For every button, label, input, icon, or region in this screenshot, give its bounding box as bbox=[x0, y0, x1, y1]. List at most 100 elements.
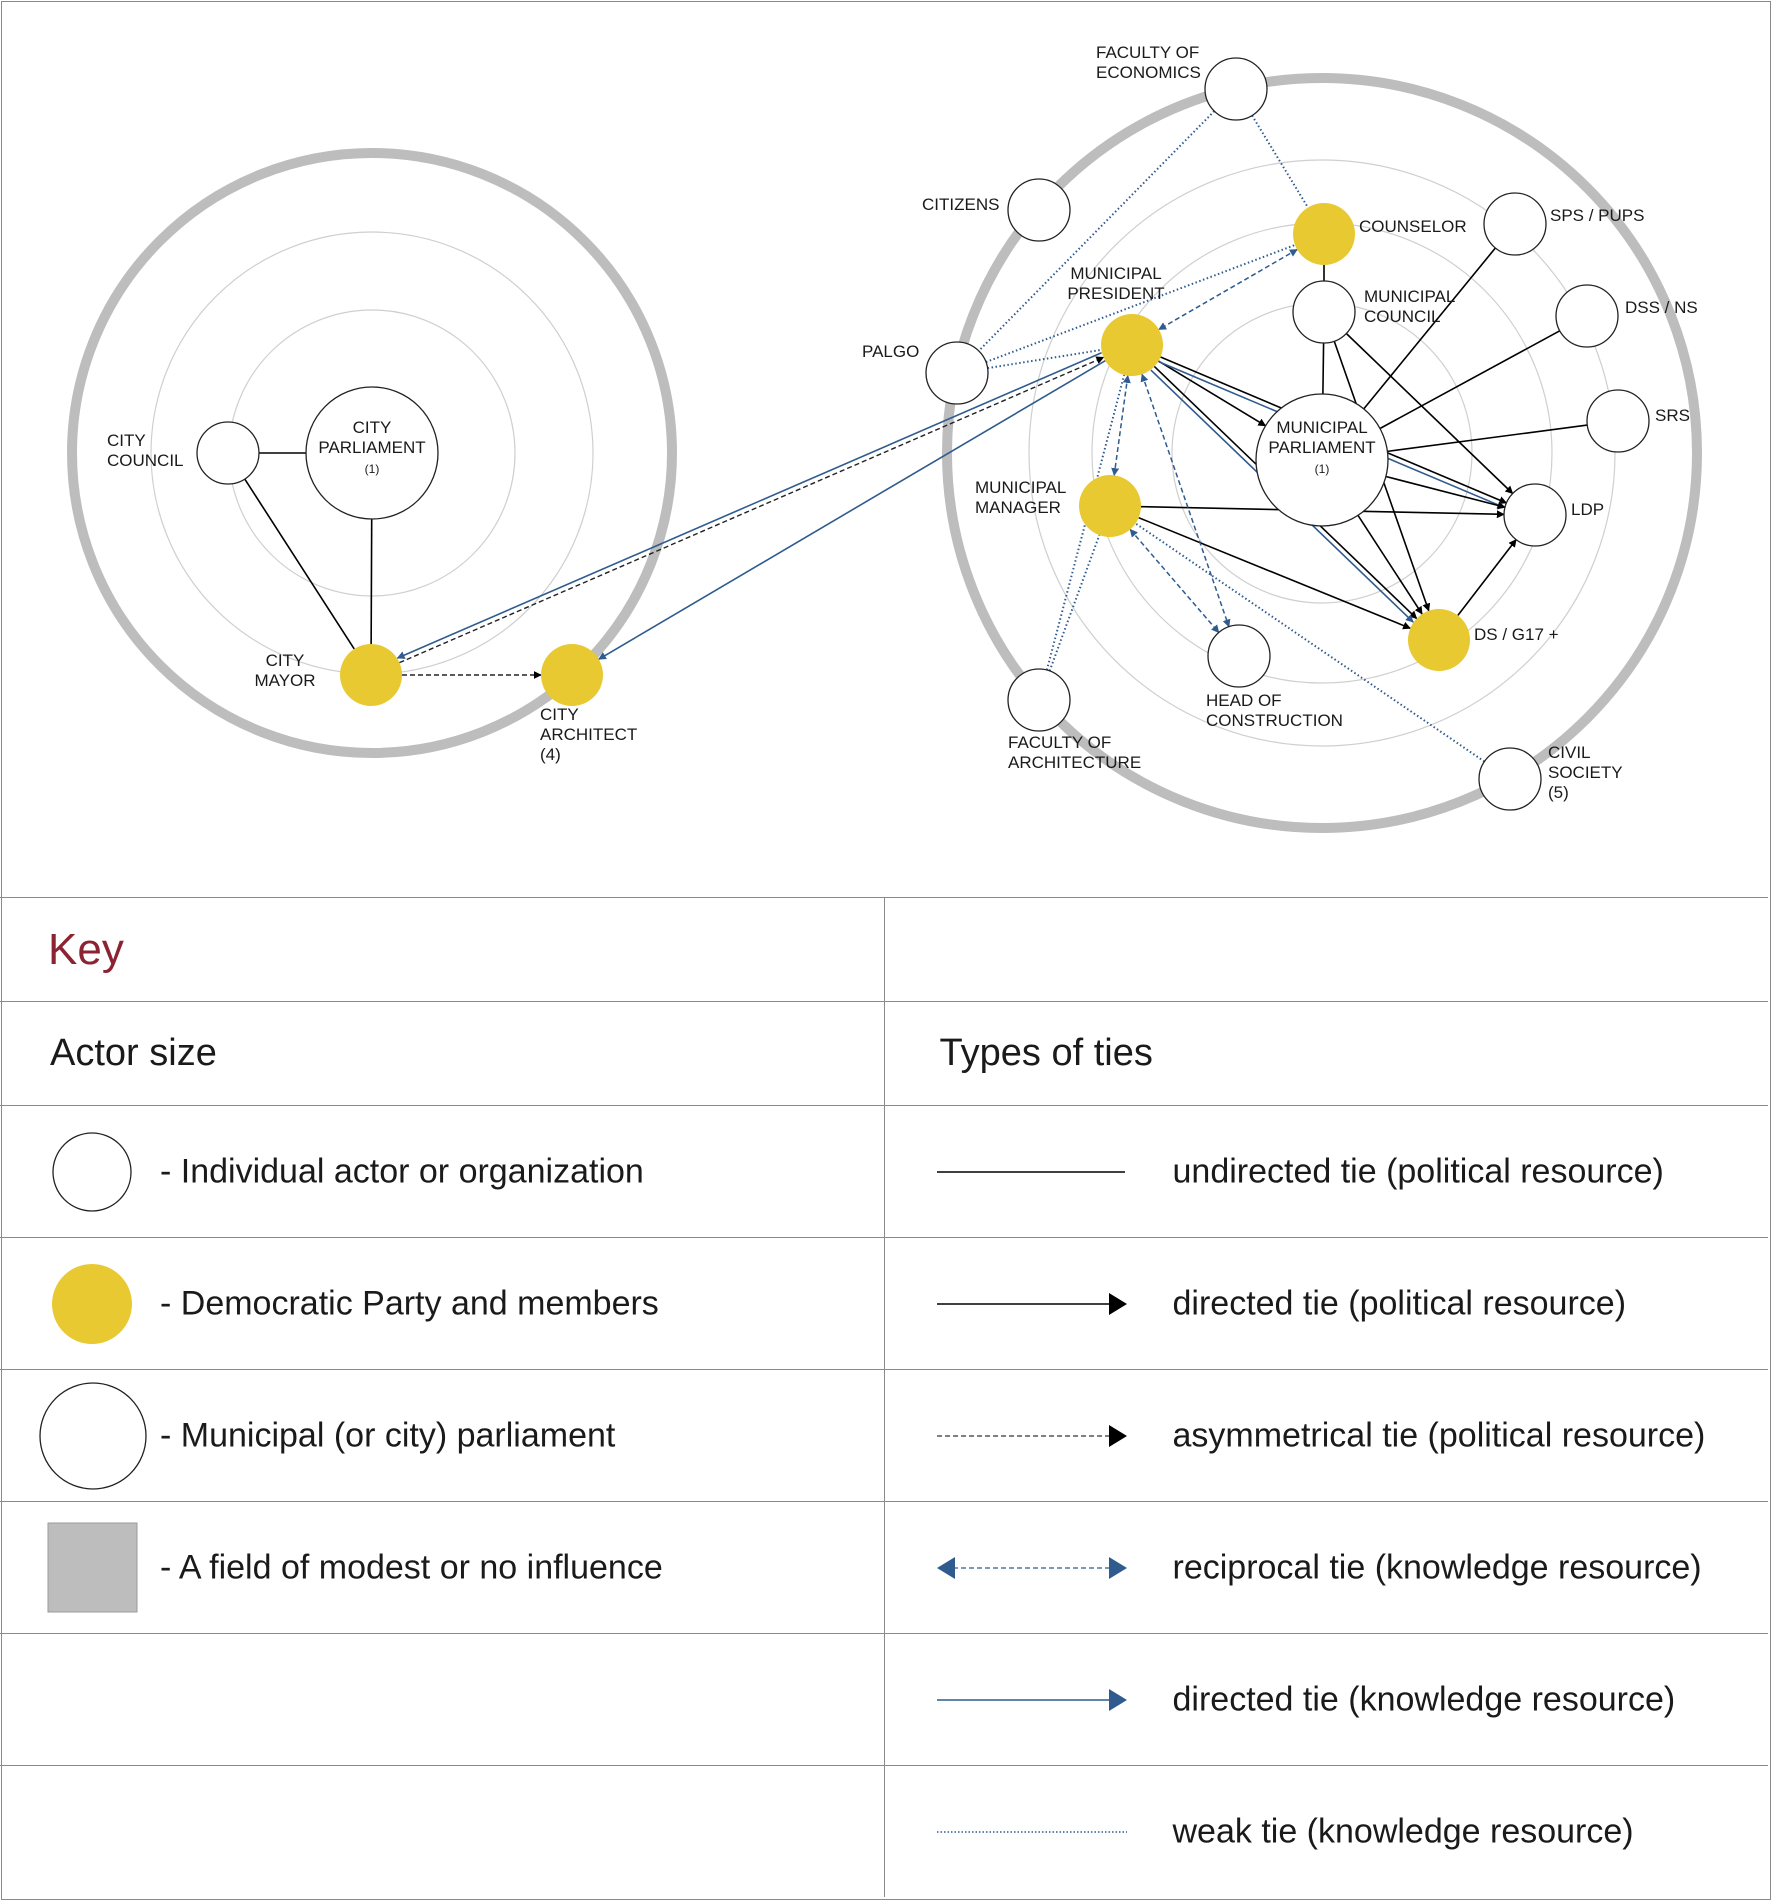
node-label-ds-g17: DS / G17 + bbox=[1474, 625, 1559, 644]
node-label-civil-society: CIVIL bbox=[1548, 743, 1591, 762]
node-srs bbox=[1586, 389, 1650, 453]
node-city-parliament bbox=[305, 386, 439, 520]
node-label-city-architect: CITY bbox=[540, 705, 579, 724]
legend-key-cell: Key bbox=[0, 897, 884, 1002]
tie-reciprocal-knowledge bbox=[1140, 373, 1231, 628]
tie-cell: undirected tie (political resource) bbox=[883, 1105, 1768, 1238]
tie-cell: reciprocal tie (knowledge resource) bbox=[883, 1501, 1768, 1634]
node-label-srs: SRS bbox=[1655, 406, 1690, 425]
tie-cell: directed tie (knowledge resource) bbox=[883, 1633, 1768, 1766]
node-ds-g17 bbox=[1408, 609, 1470, 671]
node-city-council bbox=[196, 421, 260, 485]
node-civil-society bbox=[1478, 747, 1542, 811]
node-label-municipal-parliament: PARLIAMENT bbox=[1268, 438, 1375, 457]
node-municipal-president bbox=[1101, 314, 1163, 376]
node-label-faculty-economics: ECONOMICS bbox=[1096, 63, 1201, 82]
node-label-city-mayor: MAYOR bbox=[254, 671, 315, 690]
node-head-construction bbox=[1207, 624, 1271, 688]
tie-item-text: reciprocal tie (knowledge resource) bbox=[1172, 1548, 1702, 1586]
legend-table: Key Actor size Types of ties - Individua… bbox=[0, 897, 1768, 1897]
node-faculty-architecture bbox=[1007, 668, 1071, 732]
node-municipal-council bbox=[1292, 280, 1356, 344]
legend-row: - A field of modest or no influence reci… bbox=[0, 1501, 1768, 1634]
tie-reciprocal-knowledge bbox=[1111, 374, 1131, 477]
node-counselor bbox=[1293, 203, 1355, 265]
democratic-symbol bbox=[52, 1263, 132, 1344]
tie-weak-knowledge bbox=[1048, 534, 1101, 672]
tie-undirected-political bbox=[370, 518, 373, 645]
tie-weak-knowledge bbox=[987, 348, 1102, 370]
tie-undirected-political bbox=[1387, 424, 1588, 453]
tie-weak-knowledge bbox=[978, 110, 1215, 352]
city-field-outer-ring bbox=[67, 148, 677, 758]
legend-header-row: Actor size Types of ties bbox=[0, 1001, 1768, 1106]
node-label-head-construction: HEAD OF bbox=[1206, 691, 1282, 710]
legend-row: - Democratic Party and members directed … bbox=[0, 1237, 1768, 1370]
directed-knowledge-symbol bbox=[936, 1688, 1127, 1711]
tie-directed-political bbox=[1385, 475, 1506, 510]
tie-cell: directed tie (political resource) bbox=[883, 1237, 1768, 1370]
node-label-city-architect: (4) bbox=[540, 745, 561, 764]
actor-item-text: - Municipal (or city) parliament bbox=[160, 1416, 616, 1454]
legend-row: - Municipal (or city) parliament asymmet… bbox=[0, 1369, 1768, 1502]
actor-size-header-cell: Actor size bbox=[0, 1001, 884, 1106]
node-city-mayor bbox=[340, 644, 402, 706]
actor-cell-empty bbox=[0, 1765, 884, 1897]
node-label-faculty-architecture: FACULTY OF bbox=[1008, 733, 1111, 752]
tie-item-text: directed tie (knowledge resource) bbox=[1172, 1680, 1676, 1718]
node-label-municipal-council: MUNICIPAL bbox=[1364, 287, 1455, 306]
node-label-ldp: LDP bbox=[1571, 500, 1604, 519]
node-ldp bbox=[1503, 483, 1567, 547]
node-label-city-parliament: PARLIAMENT bbox=[318, 438, 425, 457]
tie-cell: asymmetrical tie (political resource) bbox=[883, 1369, 1768, 1502]
node-label-sps-pups: SPS / PUPS bbox=[1550, 206, 1644, 225]
types-of-ties-header: Types of ties bbox=[939, 1032, 1153, 1074]
tie-directed-knowledge bbox=[598, 360, 1106, 660]
actor-item-text: - Democratic Party and members bbox=[160, 1284, 659, 1322]
tie-reciprocal-knowledge bbox=[1129, 528, 1220, 634]
tie-weak-knowledge bbox=[1251, 114, 1309, 209]
legend-row: directed tie (knowledge resource) bbox=[0, 1633, 1768, 1766]
parliament-symbol bbox=[39, 1381, 147, 1490]
tie-directed-knowledge bbox=[396, 352, 1102, 659]
node-label-counselor: COUNSELOR bbox=[1359, 217, 1467, 236]
node-label-dss-ns: DSS / NS bbox=[1625, 298, 1698, 317]
tie-undirected-political bbox=[1363, 247, 1496, 410]
tie-reciprocal-knowledge bbox=[1158, 248, 1298, 331]
tie-directed-political bbox=[1457, 538, 1517, 616]
actor-cell: - Democratic Party and members bbox=[0, 1237, 884, 1370]
reciprocal-knowledge-symbol bbox=[936, 1556, 1127, 1579]
actor-cell: - Individual actor or organization bbox=[0, 1105, 884, 1238]
network-diagram: CITYCOUNCILCITYPARLIAMENT(1)CITYMAYORCIT… bbox=[67, 43, 1702, 833]
node-label-municipal-parliament: MUNICIPAL bbox=[1276, 418, 1367, 437]
node-label-city-council: CITY bbox=[107, 431, 146, 450]
node-city-architect bbox=[541, 644, 603, 706]
actor-cell: - A field of modest or no influence bbox=[0, 1501, 884, 1634]
actor-item-text: - Individual actor or organization bbox=[160, 1152, 644, 1190]
node-label-palgo: PALGO bbox=[862, 342, 919, 361]
actor-size-header: Actor size bbox=[50, 1032, 217, 1074]
legend-empty-cell bbox=[883, 897, 1768, 1002]
node-label-head-construction: CONSTRUCTION bbox=[1206, 711, 1343, 730]
node-municipal-manager bbox=[1079, 475, 1141, 537]
node-label-civil-society: SOCIETY bbox=[1548, 763, 1623, 782]
node-label-municipal-president: MUNICIPAL bbox=[1070, 264, 1161, 283]
node-label-citizens: CITIZENS bbox=[922, 195, 999, 214]
node-label-municipal-council: COUNCIL bbox=[1364, 307, 1441, 326]
node-dss-ns bbox=[1555, 284, 1619, 348]
legend-key-row: Key bbox=[0, 897, 1768, 1002]
actor-cell-empty bbox=[0, 1633, 884, 1766]
municipal-field-outer-ring bbox=[942, 73, 1702, 833]
node-municipal-parliament bbox=[1255, 393, 1389, 527]
node-label-municipal-manager: MUNICIPAL bbox=[975, 478, 1066, 497]
tie-directed-political bbox=[1357, 514, 1423, 615]
tie-weak-knowledge bbox=[985, 244, 1296, 363]
ties-header-cell: Types of ties bbox=[883, 1001, 1768, 1106]
node-label-city-council: COUNCIL bbox=[107, 451, 184, 470]
actor-cell: - Municipal (or city) parliament bbox=[0, 1369, 884, 1502]
directed-political-symbol bbox=[936, 1292, 1127, 1315]
tie-item-text: directed tie (political resource) bbox=[1172, 1284, 1627, 1322]
asymmetrical-political-symbol bbox=[936, 1424, 1127, 1447]
key-title: Key bbox=[48, 924, 124, 974]
node-label-civil-society: (5) bbox=[1548, 783, 1569, 802]
